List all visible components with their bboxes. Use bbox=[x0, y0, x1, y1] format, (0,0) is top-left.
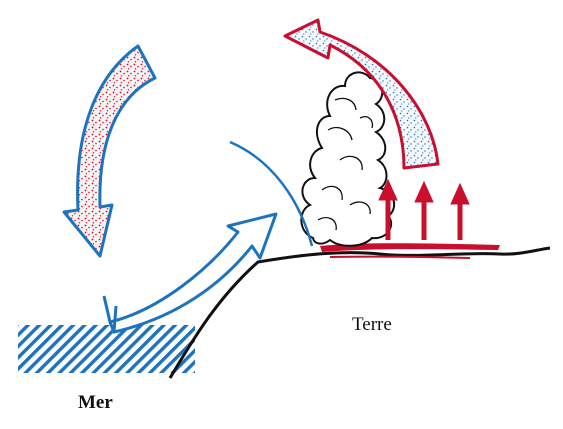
sea-hatching bbox=[18, 325, 195, 373]
cumulus-cloud bbox=[301, 72, 394, 245]
descending-air-arrow bbox=[64, 46, 155, 256]
sea-breeze-arrow bbox=[110, 214, 276, 332]
heated-ground-strip-2 bbox=[330, 257, 470, 258]
land-label: Terre bbox=[352, 314, 392, 336]
sea-label: Mer bbox=[78, 392, 113, 414]
